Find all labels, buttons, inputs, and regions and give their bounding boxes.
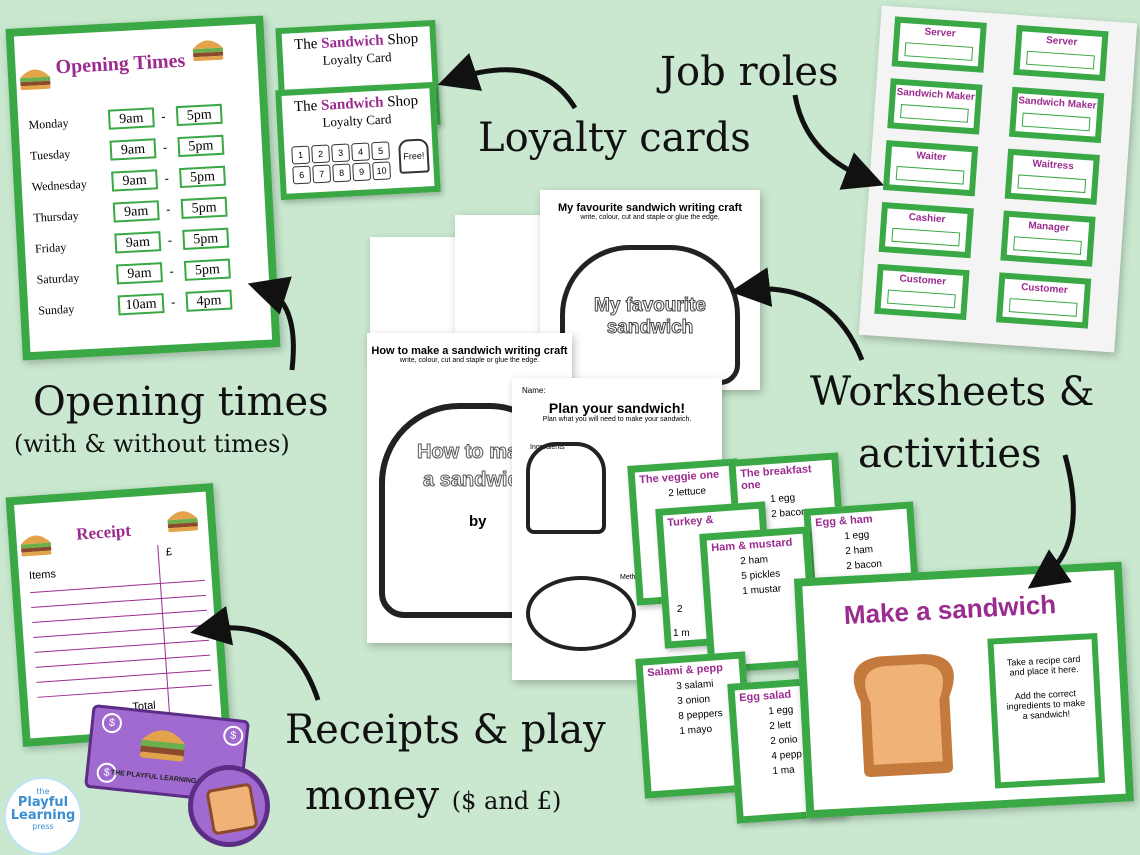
favourite-sandwich-outline-text: My favourite sandwich [594,295,707,339]
arrow-receipts [190,605,321,701]
burger-icon [139,730,186,762]
worksheets-caption-line2: activities [858,431,1042,477]
how-to-outline-line1: How to ma [416,441,519,464]
arrow-activities [1027,454,1076,589]
opening-times-caption: Opening times [33,379,329,425]
burger-icon [192,40,224,62]
burger-icon [20,69,51,91]
logo-playful: Playful [17,795,69,810]
plate-outline [526,576,636,651]
how-to-sandwich-title: How to make a sandwich writing craft [371,345,568,357]
logo-the: the [36,787,50,796]
bread-slice-outline [526,442,606,534]
arrow-opening-times [247,276,296,371]
make-a-sandwich-mat: Make a sandwich Take a recipe card and p… [793,561,1135,819]
receipts-caption-line2: money ($ and £) [305,773,562,819]
playful-learning-logo: the Playful Learning press [4,777,82,855]
receipts-caption-line1: Receipts & play [285,707,606,753]
plan-title: Plan your sandwich! [548,400,686,416]
favourite-sandwich-title: My favourite sandwich writing craft [558,202,742,214]
job-roles-caption: Job roles [660,49,839,95]
plan-method-label: Metho [620,574,640,581]
arrow-job-roles [792,94,884,190]
bread-slice-icon [853,653,954,777]
arrow-loyalty [437,53,578,110]
receipt-sheet: Receipt Items £ Total [5,483,231,747]
opening-times-subcaption: (with & without times) [14,430,290,458]
plan-name-label: Name: [522,386,546,395]
worksheets-caption-line1: Worksheets & [810,369,1095,415]
plan-subtitle: Plan what you will need to make your san… [542,416,692,423]
how-to-outline-line2: a sandwic [423,469,520,492]
recipe-card-fragment: 1 m [673,628,690,639]
play-money-note: $ $ $ THE PLAYFUL LEARNING [84,703,250,805]
how-to-sandwich-subtitle: write, colour, cut and staple or glue th… [399,357,540,364]
burger-icon [20,535,52,557]
burger-icon [167,511,199,533]
logo-learning: Learning [10,808,76,823]
arrow-worksheets [730,267,865,361]
play-money-coin [188,765,270,847]
favourite-sandwich-subtitle: write, colour, cut and staple or glue th… [580,214,720,221]
recipe-card-fragment: 2 [677,604,683,615]
how-to-by: by [469,513,487,530]
logo-press: press [32,822,54,831]
loyalty-cards-caption: Loyalty cards [478,115,751,161]
